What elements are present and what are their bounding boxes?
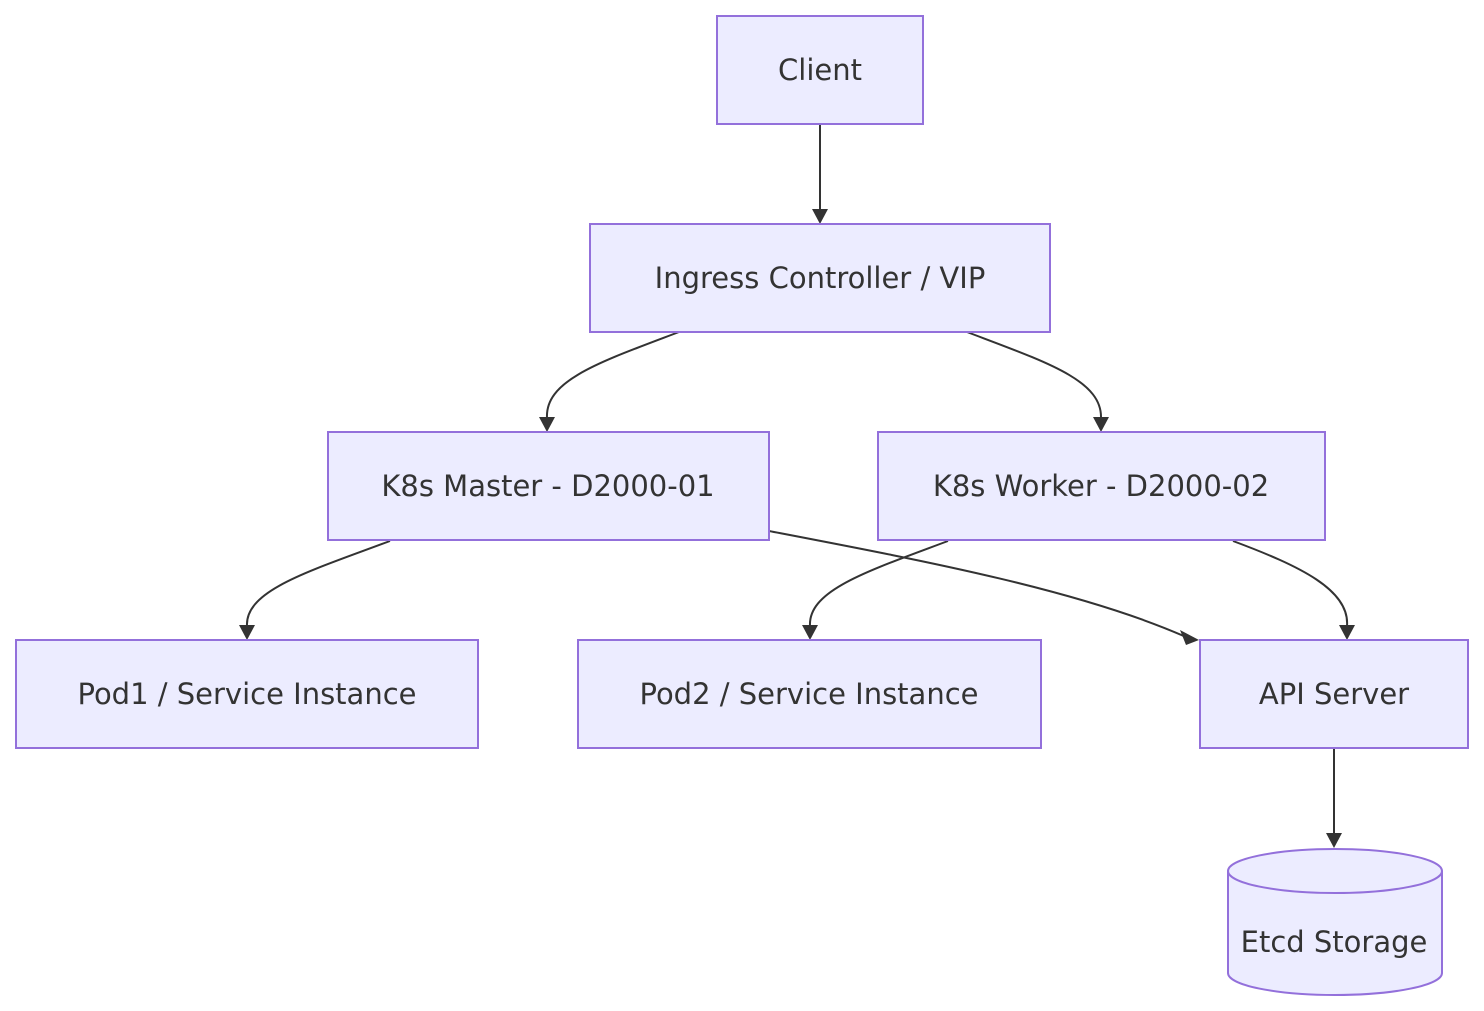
- edges: [239, 124, 1355, 848]
- edge-worker-pod2: [802, 540, 949, 640]
- edge-ingress-master: [539, 331, 680, 432]
- node-client-label: Client: [778, 53, 862, 87]
- node-api-server-label: API Server: [1259, 677, 1409, 711]
- node-pod1-box: [15, 639, 479, 749]
- node-ingress[interactable]: Ingress Controller / VIP: [589, 223, 1051, 333]
- node-pod2[interactable]: Pod2 / Service Instance: [577, 639, 1042, 749]
- node-master-label: K8s Master - D2000-01: [381, 469, 714, 503]
- node-worker-box: [877, 431, 1326, 541]
- node-worker[interactable]: K8s Worker - D2000-02: [877, 431, 1326, 541]
- edge-master-pod1: [239, 540, 391, 640]
- node-api-server[interactable]: API Server: [1199, 639, 1469, 749]
- edge-master-api: [768, 530, 1199, 645]
- node-client-box: [716, 15, 924, 125]
- edge-api-etcd: [1326, 748, 1342, 848]
- node-etcd-label: Etcd Storage: [1241, 925, 1428, 959]
- node-ingress-label: Ingress Controller / VIP: [655, 261, 986, 295]
- node-client[interactable]: Client: [716, 15, 924, 125]
- node-ingress-box: [589, 223, 1051, 333]
- node-pod2-label: Pod2 / Service Instance: [639, 677, 978, 711]
- edge-worker-api: [1232, 540, 1355, 640]
- node-pod1[interactable]: Pod1 / Service Instance: [15, 639, 479, 749]
- node-etcd-cylinder-top: [1227, 870, 1443, 894]
- edge-client-ingress: [812, 124, 828, 224]
- node-master-box: [327, 431, 770, 541]
- node-pod1-label: Pod1 / Service Instance: [77, 677, 416, 711]
- edge-ingress-worker: [966, 331, 1109, 432]
- node-master[interactable]: K8s Master - D2000-01: [327, 431, 770, 541]
- node-etcd[interactable]: Etcd Storage: [1227, 848, 1443, 996]
- node-worker-label: K8s Worker - D2000-02: [933, 469, 1269, 503]
- node-etcd-cylinder: [1227, 848, 1443, 996]
- node-pod2-box: [577, 639, 1042, 749]
- node-api-server-box: [1199, 639, 1469, 749]
